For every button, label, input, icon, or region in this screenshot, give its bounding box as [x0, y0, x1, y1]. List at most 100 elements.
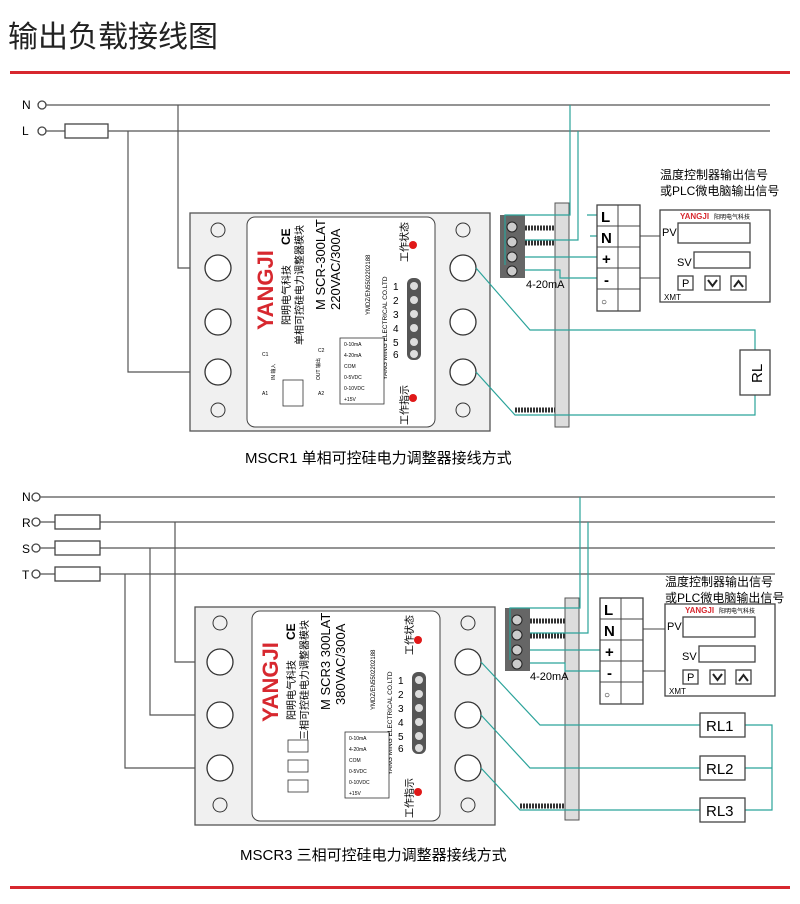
power-terminals	[206, 648, 482, 782]
diagram1-module-signals-4: 0-10VDC	[344, 386, 365, 392]
diagram2-controller_caption-0: 温度控制器输出信号	[665, 574, 773, 589]
diagram1-module-terminal_numbers-5: 6	[393, 350, 399, 361]
diagram1-controller-p_key: P	[682, 278, 689, 290]
connector-pins	[410, 282, 418, 358]
status-led	[409, 241, 417, 249]
load-rl3	[699, 797, 746, 823]
power-terminals	[204, 254, 477, 386]
diagram2-module-signals-2: COM	[349, 758, 361, 764]
diagram1-controller-brand: YANGJI	[680, 212, 709, 221]
pv-display	[677, 222, 751, 244]
phase-wires	[124, 522, 205, 769]
single-phase-diagram: N L YANGJI 阳明电气科技 单相可控硅电力调整器模块 CE M SCR-…	[22, 98, 779, 467]
p-key[interactable]	[677, 275, 694, 291]
diagram2-module-signals-3: 0-5VDC	[349, 769, 367, 775]
signal-label: 4-20mA	[526, 279, 565, 291]
diagram2-module-company_cn: 阳明电气科技	[285, 660, 298, 720]
diagram2-module-terminal_numbers-3: 4	[398, 718, 404, 729]
top-divider	[10, 71, 790, 74]
diagram1-strip-0: L	[601, 209, 610, 226]
diagram2-module-terminal_numbers-2: 3	[398, 704, 404, 715]
fuse-t	[54, 566, 101, 582]
diagram2-module-terminal_numbers-4: 5	[398, 732, 404, 743]
up-key[interactable]	[735, 669, 752, 685]
diagram2-strip-3: -	[607, 665, 612, 682]
diagram2-controller-brand_cn: 阳明电气科技	[719, 607, 755, 615]
diagram2-module-signals-0: 0-10mA	[349, 736, 367, 742]
signal-table	[339, 337, 385, 405]
diagram2-loads-0: RL1	[706, 718, 734, 735]
diagram1-module-pins-3: C2	[318, 348, 325, 354]
diagram1-module-terminal_numbers-0: 1	[393, 282, 399, 293]
pv-display	[682, 616, 756, 638]
status-label: 工作状态	[398, 222, 411, 262]
chevron-up-icon	[733, 279, 744, 288]
sv-display	[698, 645, 756, 663]
diagram1-strip-2: +	[602, 251, 611, 268]
diagram1-module-terminal_numbers-4: 5	[393, 338, 399, 349]
chevron-up-icon	[738, 673, 749, 682]
down-key[interactable]	[704, 275, 721, 291]
diagram2-module-terminal_numbers-1: 2	[398, 690, 404, 701]
wire	[127, 131, 205, 373]
diagram2-lines-3: T	[22, 568, 30, 582]
diagram1-module-pins-1: C1	[262, 352, 269, 358]
controller-terminal-strip: L N + - ○	[596, 204, 641, 312]
fuse-s	[54, 540, 101, 556]
indicator-led	[409, 394, 417, 402]
diagram2-module-ce: CE	[284, 623, 298, 640]
mounting-screws	[210, 222, 471, 418]
thyristor-symbol	[282, 379, 304, 407]
heatsink-rail	[554, 202, 570, 428]
caption-mscr3: MSCR3 三相可控硅电力调整器接线方式	[240, 847, 507, 864]
controller-terminal-strip: L N + - ○	[599, 597, 644, 705]
connector-pins	[415, 676, 423, 752]
ce-mark: CE	[279, 228, 293, 245]
control-terminal-screws	[506, 221, 518, 277]
diagram1-module-terminal_numbers-2: 3	[393, 310, 399, 321]
thyristor-symbols	[287, 739, 309, 793]
diagram2-module-status_label: 工作状态	[403, 615, 416, 655]
diagram2-controller-pv: PV	[667, 621, 682, 633]
diagram2-module-product_cn: 三相可控硅电力调整器模块	[298, 620, 311, 740]
springs	[515, 225, 555, 413]
control-connector	[407, 278, 421, 360]
diagram2-lines-1: R	[22, 516, 31, 530]
diagram1-module-signals-1: 4-20mA	[344, 353, 362, 359]
diagram1-module-signals-5: +15V	[344, 397, 356, 403]
load-rl1	[699, 712, 746, 738]
indicator-led	[414, 788, 422, 796]
diagram1-module-terminal_numbers-3: 4	[393, 324, 399, 335]
terminal-l	[37, 126, 47, 136]
diagram2-module-terminal_numbers-0: 1	[398, 676, 404, 687]
line-label-n: N	[22, 98, 31, 112]
status-led	[414, 636, 422, 644]
chevron-down-icon	[712, 673, 723, 682]
diagram2-controller-brand: YANGJI	[685, 606, 714, 615]
diagram2-strip-4: ○	[604, 690, 610, 701]
diagram2-controller_caption-1: 或PLC微电脑输出信号	[665, 590, 784, 605]
indicator-label: 工作指示	[398, 385, 411, 425]
control-terminal-screws	[511, 614, 523, 670]
diagram1-strip-1: N	[601, 230, 612, 247]
diagram2-strip-0: L	[604, 602, 613, 619]
p-key[interactable]	[682, 669, 699, 685]
diagram2-module-standard: YMDZ/EN5502202188	[371, 649, 377, 710]
up-key[interactable]	[730, 275, 747, 291]
down-key[interactable]	[709, 669, 726, 685]
controller-wires	[643, 628, 665, 672]
controller-caption-2: 或PLC微电脑输出信号	[660, 183, 779, 198]
mounting-screws	[212, 615, 476, 813]
diagram1-loads-0: RL	[749, 364, 766, 383]
diagram1-module-signals-2: COM	[344, 364, 356, 370]
chevron-down-icon	[707, 279, 718, 288]
line-label-l: L	[22, 124, 29, 138]
diagram2-module-signals-4: 0-10VDC	[349, 780, 370, 786]
temperature-controller: YANGJI 阳明电气科技 PV SV P XMT	[659, 209, 771, 303]
sv-display	[693, 251, 751, 269]
load-wire	[475, 371, 756, 416]
diagram2-signal_label: 4-20mA	[530, 671, 569, 683]
diagram1-strip-3: -	[604, 272, 609, 289]
page-title: 输出负载接线图	[8, 21, 218, 54]
